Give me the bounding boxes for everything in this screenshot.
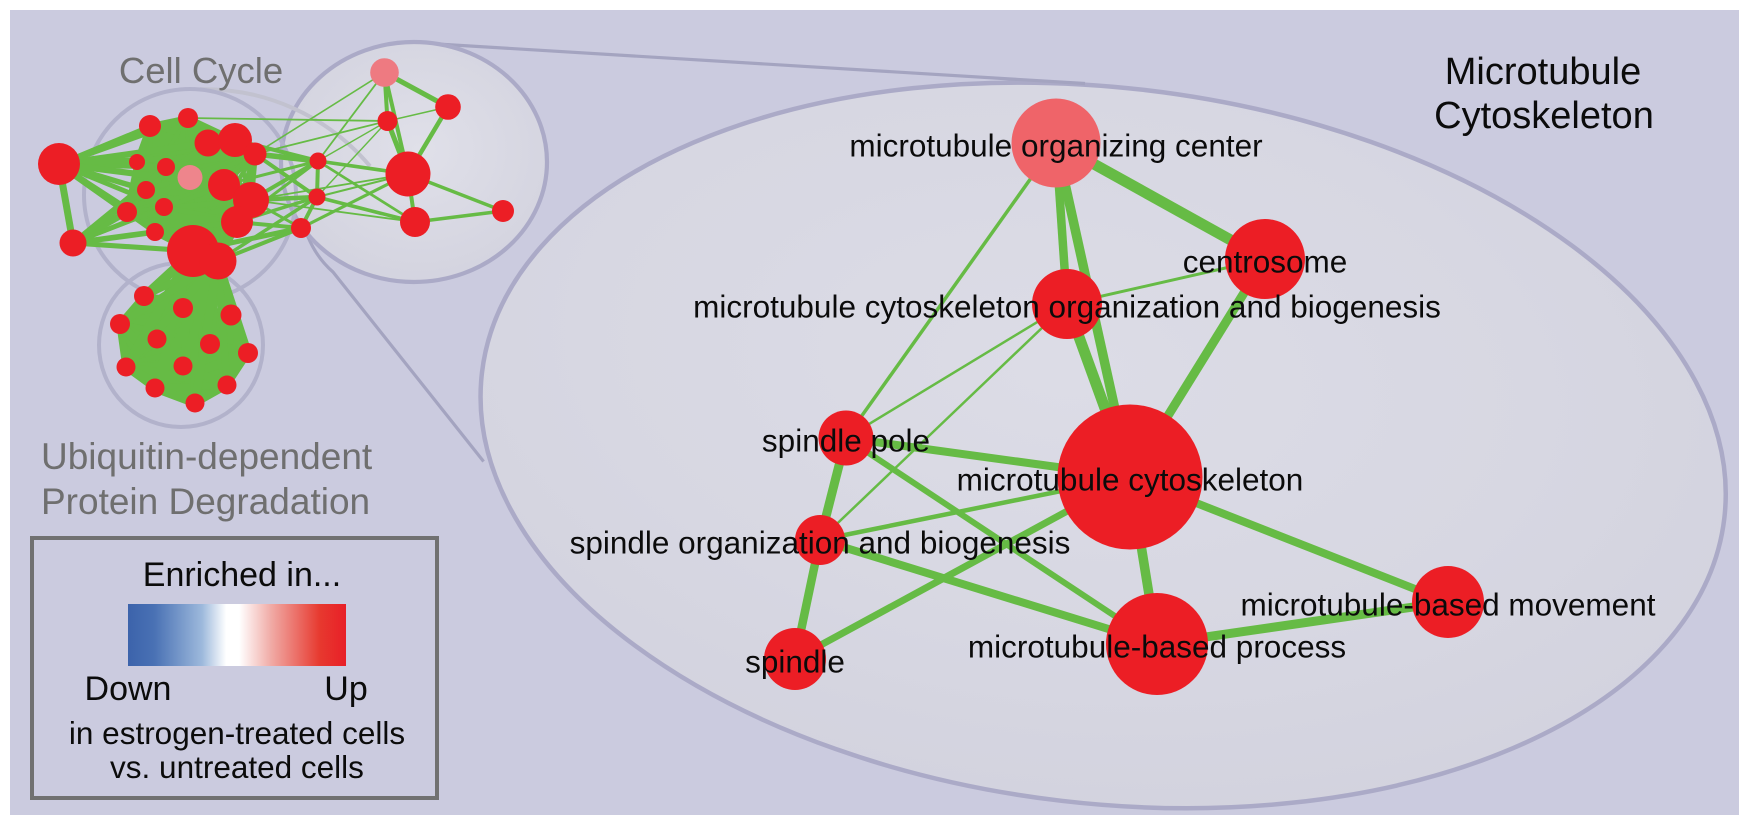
svg-text:Cytoskeleton: Cytoskeleton xyxy=(1434,95,1654,137)
svg-text:microtubule-based process: microtubule-based process xyxy=(968,629,1346,665)
svg-text:microtubule organizing center: microtubule organizing center xyxy=(849,128,1262,164)
svg-text:Down: Down xyxy=(85,670,172,708)
svg-text:Ubiquitin-dependent: Ubiquitin-dependent xyxy=(41,436,373,477)
svg-text:spindle pole: spindle pole xyxy=(762,423,930,459)
svg-text:microtubule cytoskeleton organ: microtubule cytoskeleton organization an… xyxy=(693,289,1441,325)
svg-text:Cell Cycle: Cell Cycle xyxy=(119,50,283,91)
svg-text:microtubule cytoskeleton: microtubule cytoskeleton xyxy=(957,462,1304,498)
svg-text:Enriched in...: Enriched in... xyxy=(143,556,341,594)
svg-text:microtubule-based movement: microtubule-based movement xyxy=(1241,587,1656,623)
svg-text:Protein Degradation: Protein Degradation xyxy=(41,481,370,522)
svg-text:centrosome: centrosome xyxy=(1183,244,1348,280)
svg-text:Up: Up xyxy=(324,670,367,708)
svg-text:in estrogen-treated cells: in estrogen-treated cells xyxy=(69,715,405,751)
svg-text:spindle organization and bioge: spindle organization and biogenesis xyxy=(570,525,1071,561)
svg-text:spindle: spindle xyxy=(745,644,845,680)
svg-text:Microtubule: Microtubule xyxy=(1445,51,1641,93)
svg-text:vs. untreated cells: vs. untreated cells xyxy=(110,749,364,785)
